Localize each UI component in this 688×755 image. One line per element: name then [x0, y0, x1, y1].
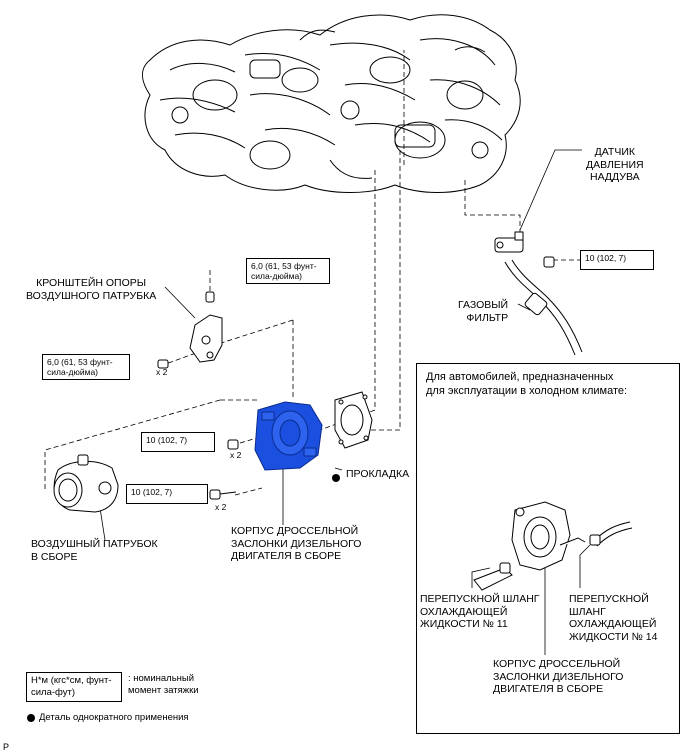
fasteners — [209, 439, 239, 500]
guide-lines — [44, 50, 580, 496]
boost-sensor-label: ДАТЧИК ДАВЛЕНИЯ НАДДУВА — [586, 146, 644, 183]
gasket-label: ПРОКЛАДКА — [346, 468, 410, 480]
gas-filter-label: ГАЗОВЫЙ ФИЛЬТР — [458, 299, 509, 324]
throttle-body-label: КОРПУС ДРОССЕЛЬНОЙ ЗАСЛОНКИ ДИЗЕЛЬНОГО Д… — [231, 525, 362, 562]
inset-title: Для автомобилей, предназначенных для экс… — [426, 371, 628, 397]
single-use-dot-legend — [27, 714, 35, 722]
torque-box-sensor: 10 (102, 7) — [580, 250, 654, 270]
inset-hose-11-label: ПЕРЕПУСКНОЙ ШЛАНГ ОХЛАЖДАЮЩЕЙ ЖИДКОСТИ №… — [420, 593, 540, 630]
boost-sensor-part — [494, 231, 555, 268]
torque-box-bolt: 10 (102, 7) — [126, 484, 208, 504]
air-inlet-label: ВОЗДУШНЫЙ ПАТРУБОК В СБОРЕ — [31, 538, 158, 563]
throttle-body-highlight — [254, 401, 323, 471]
corner-mark: P — [3, 742, 10, 752]
cold-climate-inset — [416, 363, 680, 734]
multiplier-bolt: x 2 — [215, 502, 227, 512]
engine-illustration — [142, 14, 521, 193]
air-inlet-part — [53, 454, 119, 513]
torque-box-nut: 10 (102, 7) — [141, 432, 215, 452]
leader-lines — [99, 149, 591, 655]
multiplier-nut: x 2 — [230, 450, 242, 460]
single-use-dot-gasket — [332, 474, 340, 482]
inset-hose-14-label: ПЕРЕПУСКНОЙ ШЛАНГ ОХЛАЖДАЮЩЕЙ ЖИДКОСТИ №… — [569, 593, 658, 643]
torque-box-top: 6,0 (61, 53 фунт- сила-дюйма) — [246, 258, 330, 284]
legend-unit-box: Н*м (кгс*см, фунт- сила-фут) — [26, 672, 122, 702]
torque-box-left: 6,0 (61, 53 фунт- сила-дюйма) — [42, 354, 130, 380]
bracket-part — [157, 291, 223, 369]
gasket-part — [334, 391, 373, 449]
inset-throttle-body-label: КОРПУС ДРОССЕЛЬНОЙ ЗАСЛОНКИ ДИЗЕЛЬНОГО Д… — [493, 658, 624, 695]
gas-filter-hose — [504, 259, 583, 356]
inset-hose-14 — [589, 521, 633, 547]
inset-hose-11 — [473, 562, 513, 591]
legend-unit-desc: : номинальный момент затяжки — [128, 673, 199, 696]
inset-throttle-body — [511, 501, 586, 571]
legend-single-use: Деталь однократного применения — [39, 712, 189, 723]
bracket-label: КРОНШТЕЙН ОПОРЫ ВОЗДУШНОГО ПАТРУБКА — [26, 277, 157, 302]
multiplier-left: x 2 — [156, 367, 168, 377]
